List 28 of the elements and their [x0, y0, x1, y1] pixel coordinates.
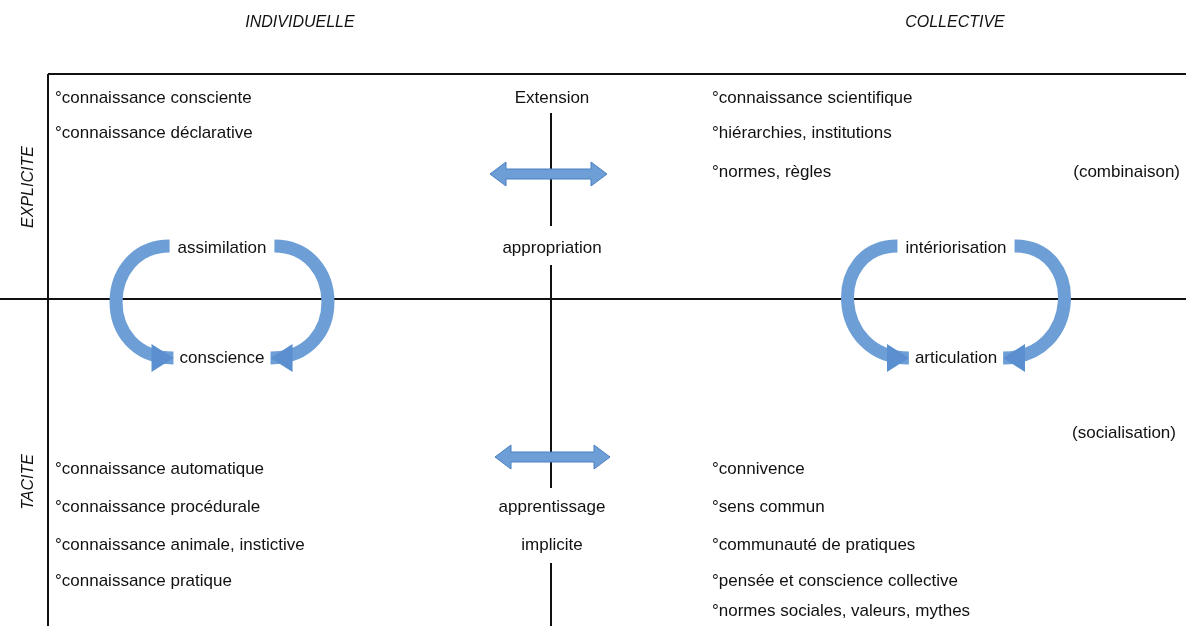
list-item: °connaissance animale, instictive	[55, 534, 305, 556]
row-heading: TACITE	[18, 454, 38, 510]
process-label: assimilation	[175, 237, 269, 259]
list-item: °pensée et conscience collective	[712, 570, 958, 592]
list-item: °connaissance consciente	[55, 87, 252, 109]
process-label: intériorisation	[903, 237, 1009, 259]
mode-note: (socialisation)	[1072, 422, 1176, 444]
list-item: °normes sociales, valeurs, mythes	[712, 600, 971, 622]
list-item: °sens commun	[712, 496, 825, 518]
process-label: Extension	[514, 87, 590, 109]
mode-note: (combinaison)	[1073, 161, 1180, 183]
list-item: °hiérarchies, institutions	[712, 122, 892, 144]
column-heading: COLLECTIVE	[905, 12, 1005, 32]
list-item: °connaissance déclarative	[55, 122, 253, 144]
process-label: implicite	[521, 534, 583, 556]
list-item: °communauté de pratiques	[712, 534, 916, 556]
process-label: apprentissage	[498, 496, 606, 518]
column-heading: INDIVIDUELLE	[245, 12, 355, 32]
list-item: °normes, règles	[712, 161, 832, 183]
list-item: °connaissance automatique	[55, 458, 265, 480]
process-label: appropriation	[502, 237, 602, 259]
process-label: conscience	[177, 347, 267, 369]
list-item: °connaissance pratique	[55, 570, 232, 592]
list-item: °connivence	[712, 458, 805, 480]
list-item: °connaissance procédurale	[55, 496, 261, 518]
list-item: °connaissance scientifique	[712, 87, 913, 109]
process-label: articulation	[912, 347, 1000, 369]
row-heading: EXPLICITE	[18, 146, 38, 228]
